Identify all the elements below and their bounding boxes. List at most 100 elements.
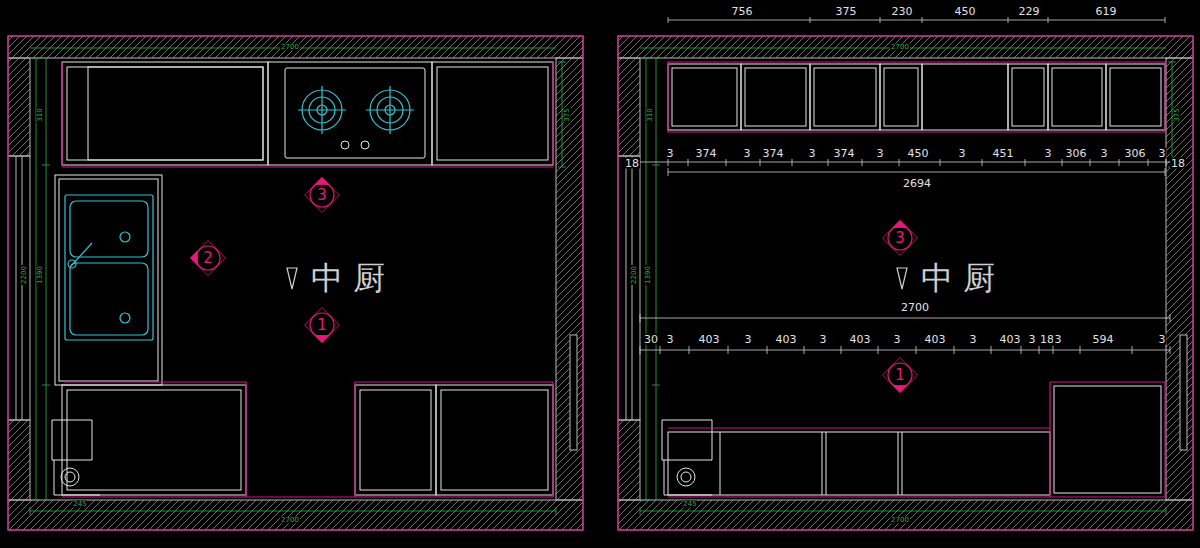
- rect-shape: [880, 64, 922, 130]
- dimension-text: 229: [1018, 6, 1041, 17]
- dimension-text: 3: [1044, 148, 1053, 159]
- rect-shape: [668, 432, 1050, 495]
- dimension-text: 18: [624, 158, 640, 169]
- dimension-text: 3: [876, 148, 885, 159]
- dimension-text: 375: [564, 107, 571, 122]
- circle-shape: [61, 468, 79, 486]
- dimension-text: 375: [1174, 107, 1181, 122]
- callout-number: 3: [882, 220, 918, 256]
- rect-shape: [1106, 64, 1165, 130]
- dimension-text: 3: [893, 334, 902, 345]
- dimension-text: 310: [37, 107, 44, 122]
- path-shape: [640, 159, 1170, 166]
- rect-shape: [814, 68, 876, 126]
- rect-shape: [355, 385, 436, 495]
- dimension-text: 3: [819, 334, 828, 345]
- dimension-text: 374: [762, 148, 785, 159]
- dimension-text: 403: [698, 334, 721, 345]
- rect-shape: [810, 64, 880, 130]
- rect-shape: [1048, 64, 1106, 130]
- dimension-text: 374: [833, 148, 856, 159]
- rect-shape: [62, 385, 246, 495]
- path-shape: [52, 420, 100, 495]
- callout-number: 3: [304, 177, 340, 213]
- callout-diamond: [305, 308, 340, 343]
- rect-shape: [672, 68, 737, 126]
- dimension-text: 403: [775, 334, 798, 345]
- dimension-text: 1390: [645, 265, 652, 285]
- circle-shape: [681, 472, 691, 482]
- dimension-text: 3: [1158, 148, 1167, 159]
- polygon-shape: [287, 268, 297, 289]
- circle-shape: [120, 232, 130, 242]
- polygon-shape: [897, 268, 907, 289]
- dimension-text: 3: [808, 148, 817, 159]
- dimension-text: 30: [643, 334, 659, 345]
- view-callout: 3: [304, 177, 340, 213]
- cabinet-outline: [668, 62, 1165, 497]
- rect-shape: [1012, 68, 1044, 126]
- rect-shape: [268, 62, 432, 165]
- rect-shape: [285, 68, 425, 158]
- callout-arrow: [315, 336, 329, 343]
- dimension-text: 403: [924, 334, 947, 345]
- callout-diamond: [191, 241, 226, 276]
- dimension-text: 450: [907, 148, 930, 159]
- dimension-text: 306: [1065, 148, 1088, 159]
- dimension-text: 375: [835, 6, 858, 17]
- dimension-text: 619: [1095, 6, 1118, 17]
- dimension-text: 2200: [631, 265, 638, 285]
- circle-shape: [120, 313, 130, 323]
- rect-shape: [88, 67, 263, 160]
- circle-shape: [361, 141, 369, 149]
- callout-diamond: [883, 358, 918, 393]
- dimension-text: 403: [849, 334, 872, 345]
- path-shape: [366, 86, 414, 134]
- dimension-text: 3: [666, 334, 675, 345]
- rect-shape: [437, 67, 548, 160]
- view-callout: 3: [882, 220, 918, 256]
- circle-shape: [65, 472, 75, 482]
- rect-shape: [59, 179, 158, 381]
- dimension-text: 374: [695, 148, 718, 159]
- cabinet-outline: [62, 62, 553, 497]
- dimension-text: 3: [1158, 334, 1167, 345]
- dimension-text: 2700: [890, 517, 910, 524]
- dimension-text: 310: [647, 107, 654, 122]
- rect-shape: [884, 68, 918, 126]
- dimension-text: 3: [744, 334, 753, 345]
- dimension-text: 3: [666, 148, 675, 159]
- dimension-text: 3: [743, 148, 752, 159]
- circle-shape: [677, 468, 695, 486]
- dimension-text: 3: [1100, 148, 1109, 159]
- rect-shape: [67, 390, 241, 490]
- dimension-text: 403: [999, 334, 1022, 345]
- dimension-text: 2700: [890, 44, 910, 51]
- path-shape: [720, 432, 902, 495]
- cabinets-left: [52, 62, 553, 495]
- use-shape: [618, 36, 1193, 530]
- dimension-text: 245: [72, 501, 87, 508]
- rect-shape: [922, 64, 1008, 130]
- cabinets-right: [662, 64, 1165, 495]
- dimension-text: 451: [992, 148, 1015, 159]
- view-callout: 1: [882, 357, 918, 393]
- path-shape: [640, 314, 1170, 322]
- view-callout: 2: [190, 240, 226, 276]
- dimension-text: 245: [682, 501, 697, 508]
- circle-shape: [341, 141, 349, 149]
- rect-shape: [70, 263, 148, 335]
- rect-shape: [1054, 386, 1161, 493]
- rect-shape: [1008, 64, 1048, 130]
- path-shape: [640, 346, 1170, 354]
- callout-arrow: [315, 178, 329, 185]
- rect-shape: [668, 64, 741, 130]
- callout-arrow: [893, 221, 907, 228]
- dimension-text: 2700: [280, 44, 300, 51]
- rect-shape: [1110, 68, 1161, 126]
- rect-shape: [62, 62, 268, 165]
- path-shape: [668, 168, 1165, 176]
- dimension-text: 3: [958, 148, 967, 159]
